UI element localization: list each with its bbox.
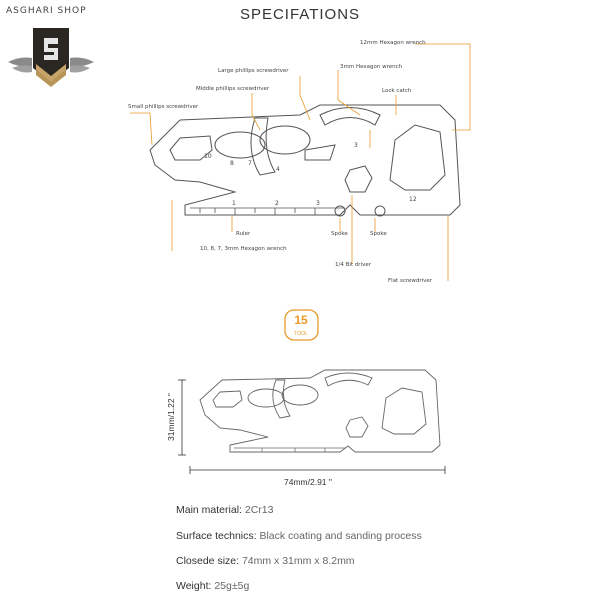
- spec-value: 2Cr13: [244, 504, 274, 516]
- wing-right-icon: [70, 57, 94, 73]
- ruler-num-1: 1: [232, 200, 236, 207]
- height-dimension: 31mm/1.22 ": [166, 393, 176, 441]
- spec-row-surface: Surface technics: Black coating and sand…: [176, 530, 422, 542]
- spec-value: 74mm x 31mm x 8.2mm: [241, 555, 355, 567]
- label-flat: Flat screwdriver: [388, 278, 433, 284]
- label-lock-catch: Lock catch: [382, 88, 412, 94]
- badge-number: 15: [294, 313, 308, 327]
- num-8: 8: [230, 160, 234, 167]
- wing-left-icon: [8, 57, 32, 73]
- label-hex-multi: 10, 8, 7, 3mm Hexagon wrench: [200, 246, 287, 252]
- width-dimension: 74mm/2.91 ": [284, 477, 332, 487]
- label-hex12: 12mm Hexagon wrench: [360, 40, 426, 46]
- label-large-phillips: Large phillips screwdriver: [218, 68, 289, 74]
- label-small-phillips: Small phillips screwdriver: [128, 104, 199, 110]
- spec-key: Surface technics:: [176, 530, 257, 542]
- num-12: 12: [409, 196, 417, 203]
- spec-value: Black coating and sanding process: [259, 530, 422, 542]
- num-10: 10: [204, 153, 212, 160]
- num-3: 3: [354, 142, 358, 149]
- ruler-num-3: 3: [316, 200, 320, 207]
- spec-key: Main material:: [176, 504, 242, 516]
- label-ruler: Ruler: [236, 231, 251, 237]
- page-title: SPECIFATIONS: [239, 6, 361, 23]
- label-middle-phillips: Middle phillips screwdriver: [196, 86, 270, 92]
- spec-row-size: Closede size: 74mm x 31mm x 8.2mm: [176, 555, 355, 567]
- spec-key: Closede size:: [176, 555, 240, 567]
- ruler-num-2: 2: [275, 200, 279, 207]
- shop-name: ASGHARI SHOP: [6, 6, 87, 16]
- badge-text: TOOL: [294, 331, 308, 337]
- spec-row-material: Main material: 2Cr13: [176, 504, 273, 516]
- label-hex3: 3mm Hexagon wrench: [340, 64, 403, 70]
- spec-value: 25g±5g: [214, 580, 250, 592]
- spec-row-weight: Weight: 25g±5g: [176, 580, 249, 592]
- label-spoke-2: Spoke: [370, 231, 387, 237]
- num-7: 7: [248, 160, 252, 167]
- label-bit-driver: 1/4 Bit driver: [335, 262, 371, 268]
- spec-key: Weight:: [176, 580, 212, 592]
- label-spoke-1: Spoke: [331, 231, 348, 237]
- num-4: 4: [276, 166, 280, 173]
